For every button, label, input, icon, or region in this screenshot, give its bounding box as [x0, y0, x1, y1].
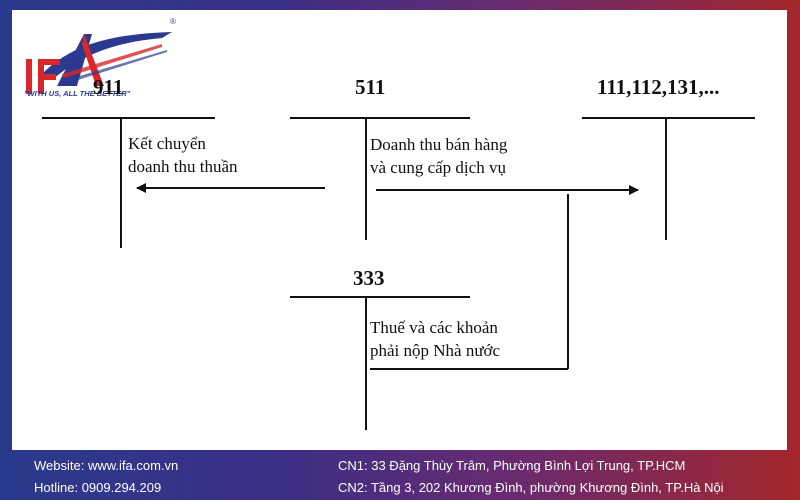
footer-branch-2: CN2: Tầng 3, 202 Khương Đình, phường Khư…	[338, 480, 724, 495]
revenue-note-line-2: và cung cấp dịch vụ	[370, 158, 506, 177]
tax-note: Thuế và các khoản phải nộp Nhà nước	[370, 316, 500, 362]
account-111-label: 111,112,131,...	[597, 75, 720, 99]
logo-tagline: "WITH US, ALL THE BETTER"	[24, 89, 131, 98]
tax-note-line-2: phải nộp Nhà nước	[370, 341, 501, 360]
svg-text:®: ®	[170, 17, 176, 26]
account-511-label: 511	[355, 75, 386, 99]
transfer-note-line-2: doanh thu thuần	[128, 157, 238, 176]
transfer-note-line-1: Kết chuyển	[128, 134, 206, 153]
footer-website: Website: www.ifa.com.vn	[34, 458, 179, 473]
account-333-label: 333	[353, 266, 385, 290]
tax-note-line-1: Thuế và các khoản	[370, 318, 498, 337]
ifa-logo: ®	[26, 17, 176, 94]
diagram-panel	[12, 10, 787, 450]
footer-branch-1: CN1: 33 Đặng Thùy Trâm, Phường Bình Lợi …	[338, 458, 686, 473]
revenue-note-line-1: Doanh thu bán hàng	[370, 135, 508, 154]
footer-hotline: Hotline: 0909.294.209	[34, 480, 162, 495]
account-911-label: 911	[93, 75, 124, 99]
transfer-note: Kết chuyển doanh thu thuần	[128, 132, 238, 178]
revenue-note: Doanh thu bán hàng và cung cấp dịch vụ	[370, 133, 507, 179]
